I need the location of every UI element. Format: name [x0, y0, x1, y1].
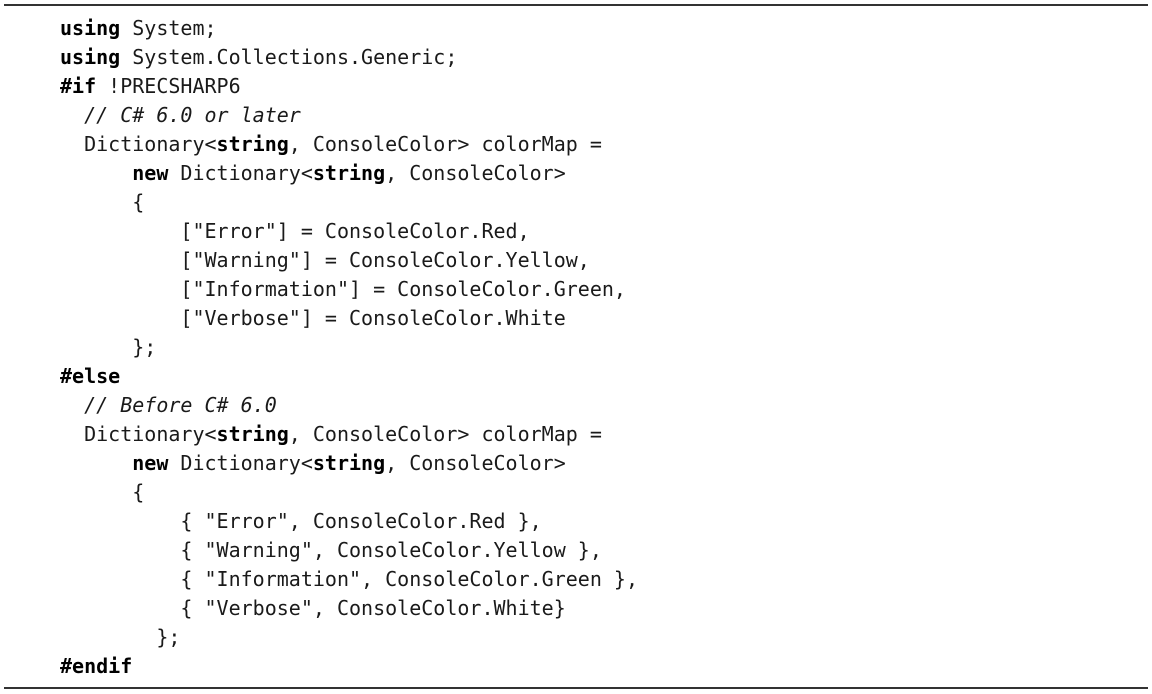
code-line: Dictionary<string, ConsoleColor> colorMa…	[60, 130, 638, 159]
indent	[60, 480, 132, 504]
comment: // C# 6.0 or later	[84, 103, 301, 127]
indent	[60, 132, 84, 156]
code-text: { "Verbose", ConsoleColor.White}	[180, 596, 566, 620]
code-line: // C# 6.0 or later	[60, 101, 638, 130]
code-line: new Dictionary<string, ConsoleColor>	[60, 449, 638, 478]
code-text: , ConsoleColor> colorMap =	[288, 132, 602, 156]
code-text: { "Error", ConsoleColor.Red },	[180, 509, 542, 533]
code-line: };	[60, 623, 638, 652]
code-line: { "Information", ConsoleColor.Green },	[60, 565, 638, 594]
indent	[60, 625, 156, 649]
code-line: { "Error", ConsoleColor.Red },	[60, 507, 638, 536]
code-text: ["Warning"] = ConsoleColor.Yellow,	[180, 248, 590, 272]
indent	[60, 219, 180, 243]
keyword: new	[132, 451, 169, 475]
code-text: Dictionary<	[84, 422, 217, 446]
code-text: , ConsoleColor>	[385, 451, 566, 475]
code-line: ["Information"] = ConsoleColor.Green,	[60, 275, 638, 304]
code-line: {	[60, 478, 638, 507]
indent	[60, 190, 132, 214]
code-text: , ConsoleColor>	[385, 161, 566, 185]
keyword: #endif	[60, 654, 133, 678]
code-line: #endif	[60, 652, 638, 681]
code-text: Dictionary<	[168, 161, 313, 185]
indent	[60, 451, 132, 475]
indent	[60, 509, 180, 533]
code-text: ["Error"] = ConsoleColor.Red,	[180, 219, 530, 243]
indent	[60, 277, 180, 301]
code-text: };	[132, 335, 157, 359]
code-text: ["Verbose"] = ConsoleColor.White	[180, 306, 566, 330]
code-text: Dictionary<	[168, 451, 313, 475]
indent	[60, 335, 132, 359]
code-line: Dictionary<string, ConsoleColor> colorMa…	[60, 420, 638, 449]
code-text: { "Warning", ConsoleColor.Yellow },	[180, 538, 602, 562]
code-text: ["Information"] = ConsoleColor.Green,	[180, 277, 626, 301]
indent	[60, 103, 84, 127]
code-line: #else	[60, 362, 638, 391]
code-text: Dictionary<	[84, 132, 217, 156]
keyword: string	[216, 132, 289, 156]
keyword: using	[60, 45, 121, 69]
indent	[60, 248, 180, 272]
code-line: {	[60, 188, 638, 217]
code-listing: using System;using System.Collections.Ge…	[60, 14, 638, 681]
code-text: System.Collections.Generic;	[120, 45, 458, 69]
keyword: new	[132, 161, 169, 185]
code-line: using System;	[60, 14, 638, 43]
keyword: using	[60, 16, 121, 40]
indent	[60, 161, 132, 185]
code-line: ["Error"] = ConsoleColor.Red,	[60, 217, 638, 246]
bottom-rule	[4, 687, 1148, 689]
code-line: };	[60, 333, 638, 362]
code-line: using System.Collections.Generic;	[60, 43, 638, 72]
keyword: #else	[60, 364, 121, 388]
code-text: System;	[120, 16, 217, 40]
code-text: };	[156, 625, 181, 649]
code-text: , ConsoleColor> colorMap =	[288, 422, 602, 446]
keyword: string	[312, 161, 386, 185]
code-text: { "Information", ConsoleColor.Green },	[180, 567, 638, 591]
top-rule	[4, 4, 1148, 6]
code-text: !PRECSHARP6	[96, 74, 241, 98]
indent	[60, 538, 180, 562]
indent	[60, 596, 180, 620]
keyword: #if	[60, 74, 97, 98]
keyword: string	[312, 451, 386, 475]
code-line: #if !PRECSHARP6	[60, 72, 638, 101]
code-line: { "Warning", ConsoleColor.Yellow },	[60, 536, 638, 565]
code-text: {	[132, 480, 145, 504]
keyword: string	[216, 422, 289, 446]
code-line: { "Verbose", ConsoleColor.White}	[60, 594, 638, 623]
indent	[60, 306, 180, 330]
code-line: ["Warning"] = ConsoleColor.Yellow,	[60, 246, 638, 275]
code-line: ["Verbose"] = ConsoleColor.White	[60, 304, 638, 333]
comment: // Before C# 6.0	[84, 393, 277, 417]
indent	[60, 422, 84, 446]
code-line: new Dictionary<string, ConsoleColor>	[60, 159, 638, 188]
indent	[60, 393, 84, 417]
indent	[60, 567, 180, 591]
code-text: {	[132, 190, 145, 214]
code-line: // Before C# 6.0	[60, 391, 638, 420]
